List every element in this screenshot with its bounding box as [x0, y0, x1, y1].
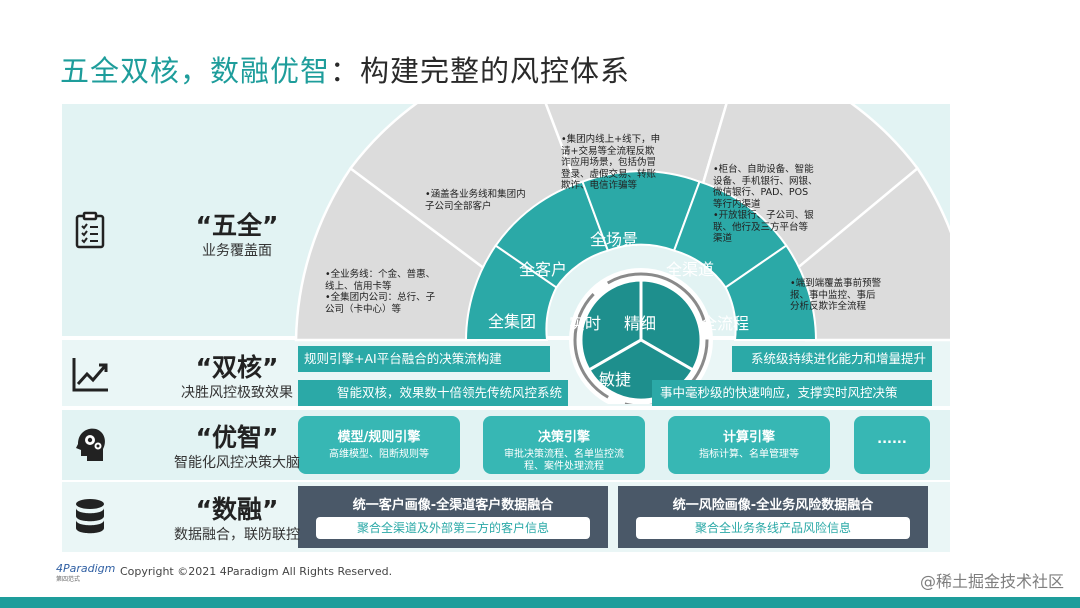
page-title-rest: ：构建完整的风控体系: [330, 54, 631, 88]
core-ring: [573, 272, 709, 404]
twin-core-bar1-right: 系统级持续进化能力和增量提升: [732, 346, 932, 372]
bullets-jituan: •全业务线：个金、普惠、线上、信用卡等•全集团内公司：总行、子公司（卡中心）等: [325, 269, 436, 315]
core-label-shishi: 实时: [568, 314, 601, 333]
coverage-arc-diagram: [294, 104, 950, 404]
data-box-customer: 统一客户画像-全渠道客户数据融合 聚合全渠道及外部第三方的客户信息: [298, 486, 608, 548]
row-title-youzhi: “优智”: [195, 423, 279, 452]
engine-card-decision: 决策引擎 审批决策流程、名单监控流程、案件处理流程: [483, 416, 645, 474]
core-label-jingxi: 精细: [623, 314, 656, 333]
bullets-changjing: •集团内线上+线下，申请+交易等全流程反欺诈应用场景，包括伪冒登录、虚假交易、转…: [561, 134, 661, 191]
bullets-liucheng: •端到端覆盖事前预警报、事中监控、事后分析反欺诈全流程: [790, 278, 882, 312]
twin-core-bar2-left: 智能双核，效果数十倍领先传统风控系统: [298, 380, 568, 406]
engine-card-compute: 计算引擎 指标计算、名单管理等: [668, 416, 830, 474]
twin-core-bar1-left: 规则引擎+AI平台融合的决策流构建: [298, 346, 550, 372]
segment-label-changjing: 全场景: [589, 230, 638, 249]
segment-label-jituan: 全集团: [487, 312, 536, 331]
data-box-risk: 统一风险画像-全业务风险数据融合 聚合全业务条线产品风险信息: [618, 486, 928, 548]
row-sub-wuquan: 业务覆盖面: [202, 243, 272, 259]
segment-label-liucheng: 全流程: [700, 314, 749, 333]
row-title-shuanghe: “双核”: [195, 353, 279, 382]
copyright-text: Copyright ©2021 4Paradigm All Rights Res…: [120, 565, 393, 578]
segment-label-kehu: 全客户: [518, 260, 567, 279]
segment-label-qudao: 全渠道: [665, 260, 714, 279]
row-sub-shurong: 数据融合，联防联控: [174, 527, 300, 543]
engine-card-more: ......: [854, 416, 930, 474]
watermark-text: @稀土掘金技术社区: [919, 572, 1064, 591]
row-sub-shuanghe: 决胜风控极致效果: [181, 385, 293, 401]
page-title-highlight: 五全双核，数融优智: [60, 54, 331, 88]
inner-segment-liucheng: [724, 244, 818, 341]
row-sub-youzhi: 智能化风控决策大脑: [174, 455, 300, 471]
bullets-kehu: •涵盖各业务线和集团内子公司全部客户: [425, 189, 526, 212]
risk-control-panel: 全集团 全客户 全场景 全渠道 全流程 实时 精细 敏捷 •全业务线：个金、普惠…: [62, 104, 950, 552]
twin-core-bar2-right: 事中毫秒级的快速响应，支撑实时风控决策: [652, 380, 932, 406]
row-title-wuquan: “五全”: [195, 211, 279, 240]
page-title: 五全双核，数融优智：构建完整的风控体系: [60, 48, 630, 90]
database-icon: [76, 499, 104, 534]
head-gears-icon: [76, 428, 105, 461]
line-chart-icon: [72, 358, 108, 392]
engine-card-model: 模型/规则引擎 高维模型、阻断规则等: [298, 416, 460, 474]
clipboard-checklist-icon: [75, 211, 105, 249]
bottom-accent-bar: [0, 597, 1080, 608]
row-title-shurong: “数融”: [195, 495, 279, 524]
core-label-minjie: 敏捷: [598, 370, 631, 389]
inner-arc-segments: [464, 170, 818, 341]
